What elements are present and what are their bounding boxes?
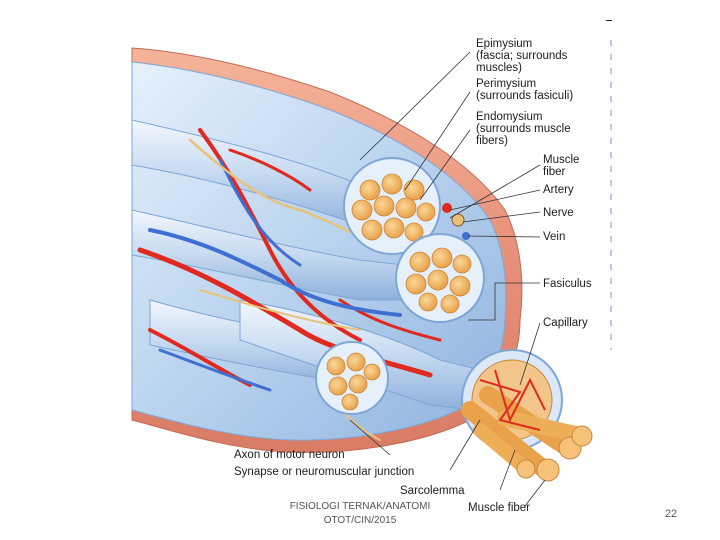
label-sarcolemma: Sarcolemma [400,485,465,497]
vein-vessel-3 [158,348,272,392]
artery-vessel-4 [228,148,312,192]
fascicle-cross-section-lower [315,341,389,415]
label-perimysium-note: (surrounds fasiculi) [476,90,574,102]
label-perimysium: Perimysium [476,78,537,90]
label-muscle-fiber-2: fiber [543,166,566,178]
label-endomysium-note-1: (surrounds muscle [476,123,571,135]
fascicle-cross-section-middle [395,233,485,323]
label-epimysium-note-2: muscles) [476,62,523,74]
label-epimysium-note-1: (fascia; surrounds [476,50,568,62]
protruding-muscle-fibers [461,369,593,482]
label-muscle-fiber-1: Muscle [543,154,580,166]
vein-vessel-1 [148,228,402,317]
label-synapse: Synapse or neuromuscular junction [234,466,415,478]
label-muscle-fiber-bottom: Muscle fiber [468,502,530,514]
scan-edge [610,40,612,350]
vein-vessel-2 [218,158,302,267]
footer-text: FISIOLOGI TERNAK/ANATOMI OTOT/CIN/2015 [270,500,450,528]
footer-line-1: FISIOLOGI TERNAK/ANATOMI [289,501,431,512]
page-number: 22 [664,508,678,520]
label-vein: Vein [543,231,566,243]
label-nerve: Nerve [543,207,574,219]
label-leader-lines [349,51,546,507]
label-axon: Axon of motor neuron [234,449,345,461]
fascicle-cross-section-top [343,157,441,255]
vein-cross-section [462,232,470,240]
footer-line-2: OTOT/CIN/2015 [323,515,397,526]
label-endomysium-note-2: fibers) [476,135,508,147]
corner-tick [606,20,612,21]
label-artery: Artery [543,184,574,196]
label-capillary: Capillary [543,317,588,329]
nerve-fiber-2 [199,289,361,331]
label-fasiculus: Fasiculus [543,278,592,290]
label-endomysium: Endomysium [476,111,543,123]
label-epimysium: Epimysium [476,38,533,50]
artery-cross-section [442,203,452,213]
nerve-cross-section [451,213,465,227]
